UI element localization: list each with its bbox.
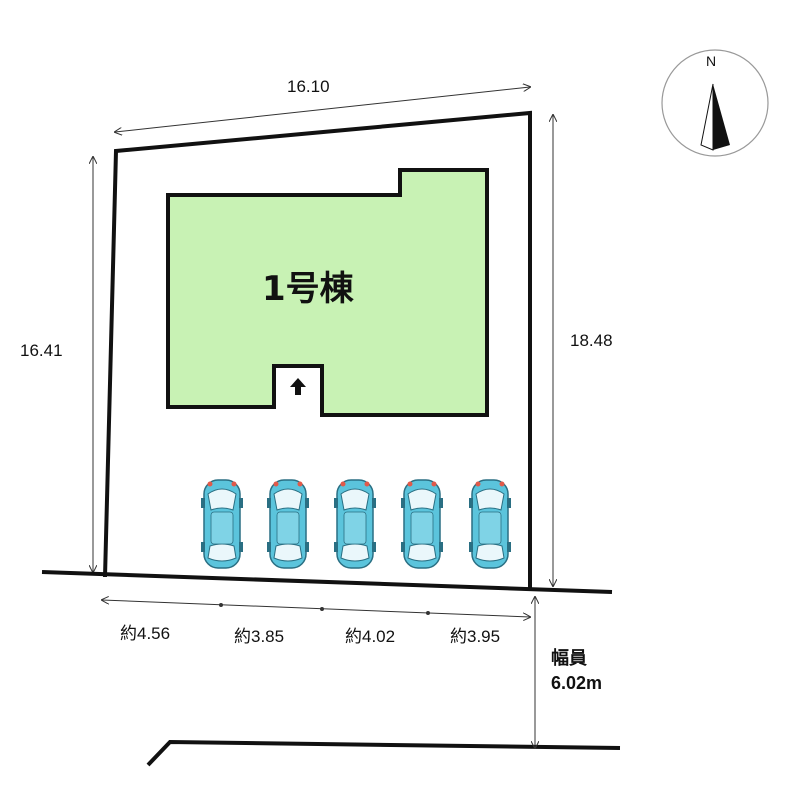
compass: N [661, 49, 769, 157]
compass-north-label: N [706, 53, 716, 69]
building-label: 1号棟 [262, 269, 355, 309]
road-edge-near [41, 570, 613, 594]
segment-3-label: 約4.02 [345, 627, 395, 646]
segment-2-label: 約3.85 [234, 627, 284, 646]
right-length-label: 18.48 [570, 331, 613, 350]
road-width-title: 幅員 [551, 647, 587, 668]
parking-area [200, 479, 512, 569]
car-icon [333, 479, 377, 569]
north-arrow-icon [713, 84, 730, 150]
road-width-value: 6.02m [551, 673, 602, 693]
building-1 [166, 168, 489, 417]
car-icon [266, 479, 310, 569]
car-icon [200, 479, 244, 569]
entrance-arrow-icon [290, 378, 306, 395]
car-icon [400, 479, 444, 569]
segment-4-label: 約3.95 [450, 627, 500, 646]
segment-1-label: 約4.56 [120, 624, 170, 643]
top-dimension-line [115, 87, 530, 132]
road-edge-far [146, 739, 621, 767]
top-length-label: 16.10 [287, 77, 330, 96]
car-icon [468, 479, 512, 569]
left-length-label: 16.41 [20, 341, 63, 360]
lot-boundary [103, 110, 532, 588]
frontage-dimension-line [102, 600, 530, 617]
